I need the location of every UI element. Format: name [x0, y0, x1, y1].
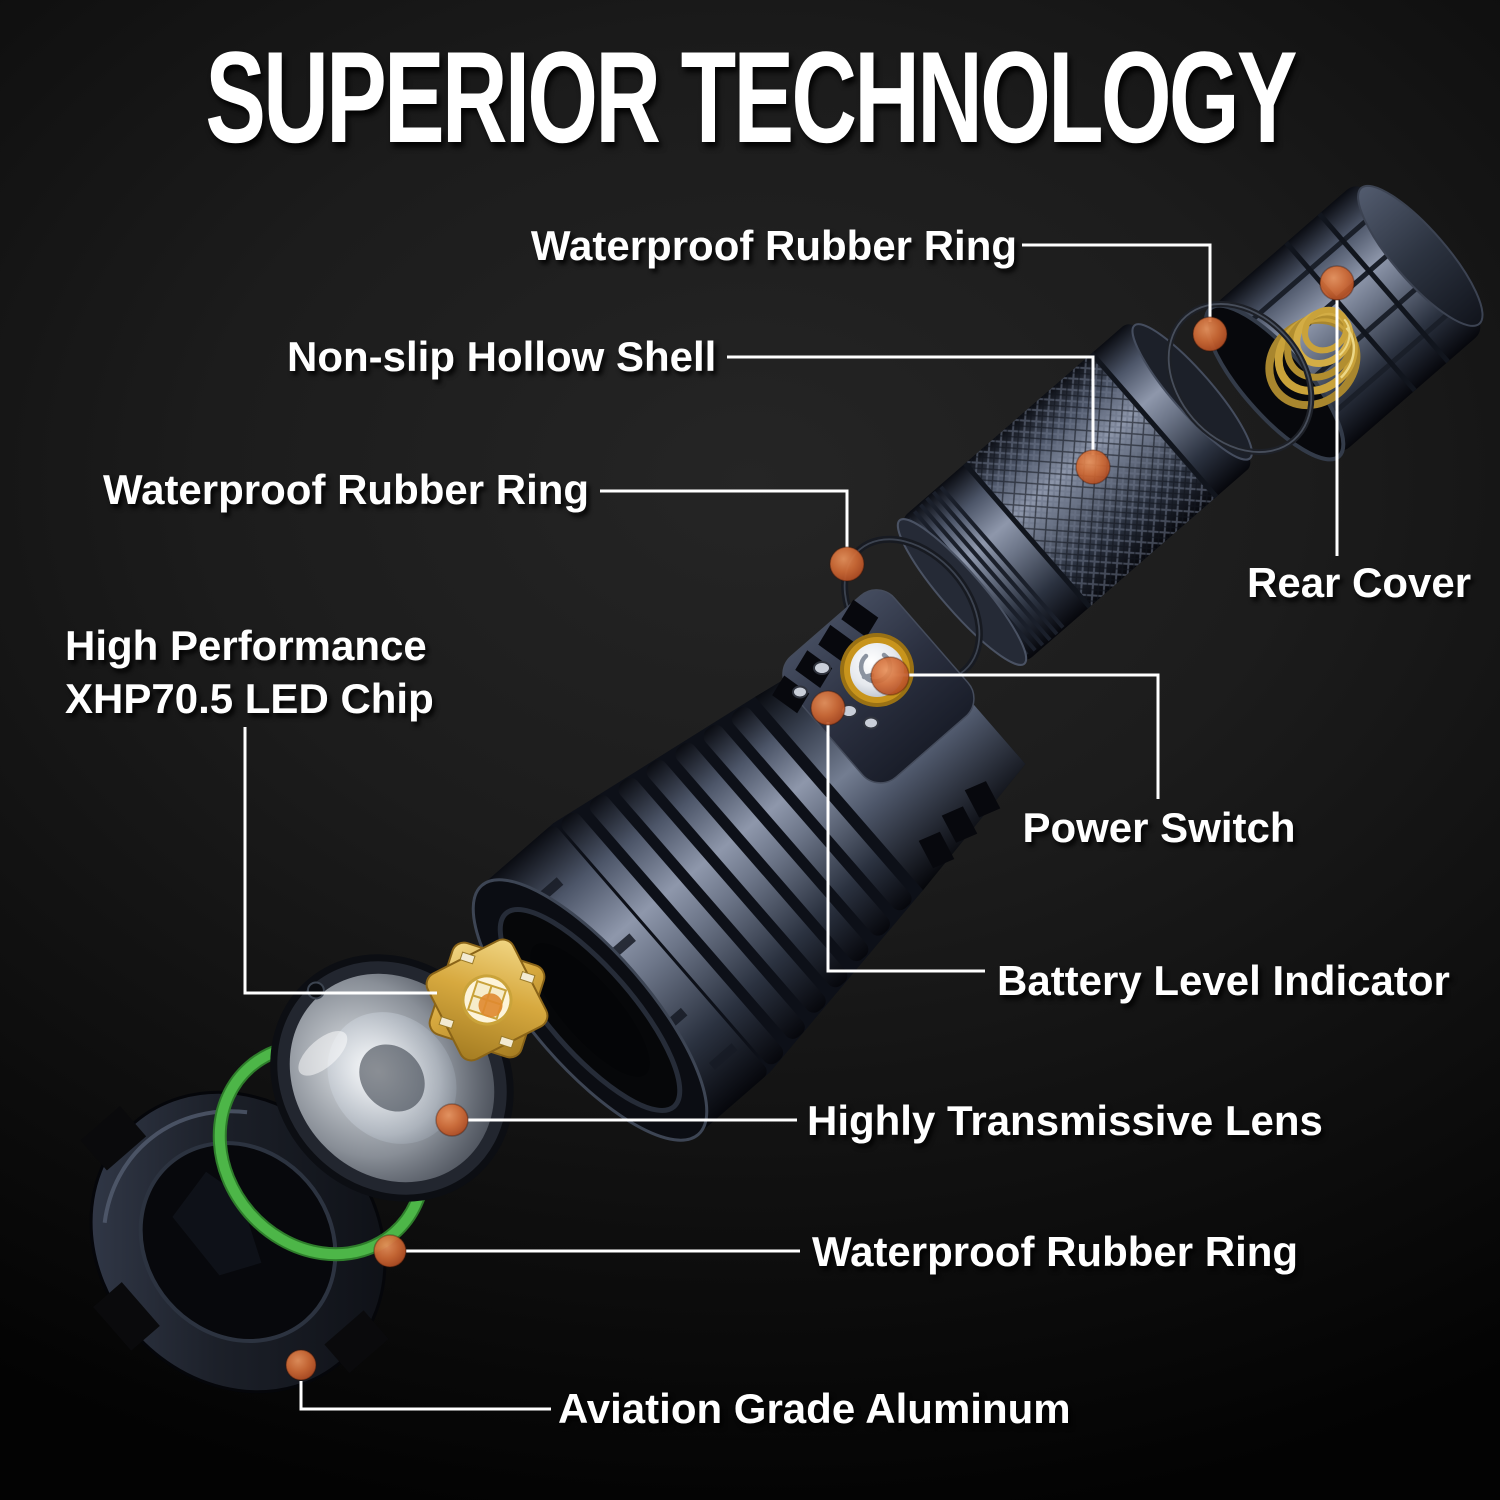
bezel-notch	[324, 1310, 389, 1374]
bezel-notch	[93, 1282, 160, 1351]
callout-label-waterproof-ring-top: Waterproof Rubber Ring	[530, 222, 1017, 269]
battery-tube	[896, 323, 1253, 666]
head-cooling-fins	[561, 706, 912, 1065]
marker-dot-waterproof-ring-front	[373, 1234, 407, 1268]
callout-line-aluminum	[299, 1381, 551, 1411]
flashlight-head	[471, 589, 1026, 1142]
callout-label-aluminum: Aviation Grade Aluminum	[558, 1385, 1071, 1432]
callout-line-nonslip-shell	[727, 355, 1095, 455]
tail-oring	[1165, 300, 1315, 456]
marker-dot-battery-indicator	[810, 690, 846, 726]
callout-line-battery-indicator	[826, 722, 985, 973]
callout-label-nonslip-shell: Non-slip Hollow Shell	[287, 333, 717, 380]
marker-dot-power-switch	[870, 656, 910, 696]
callout-label-waterproof-ring-mid: Waterproof Rubber Ring	[103, 466, 590, 513]
led-solder-pads	[438, 951, 536, 1049]
callout-line-waterproof-ring-mid	[600, 489, 849, 548]
callout-label-waterproof-ring-front: Waterproof Rubber Ring	[812, 1228, 1299, 1275]
marker-dots	[285, 265, 1355, 1381]
marker-dot-aluminum	[285, 1349, 317, 1381]
callout-label-led-chip-line2: XHP70.5 LED Chip	[65, 675, 434, 722]
callout-line-led-chip	[243, 727, 437, 995]
flashlight-bezel	[80, 1090, 389, 1394]
page-title: SUPERIOR TECHNOLOGY	[205, 24, 1297, 170]
marker-dot-lens	[435, 1103, 469, 1137]
led-die	[478, 993, 503, 1018]
rear-cover	[1203, 184, 1484, 462]
callout-lines	[243, 243, 1339, 1411]
callout-label-led-chip-line1: High Performance	[65, 622, 427, 669]
callout-label-power-switch: Power Switch	[1022, 804, 1296, 851]
marker-dot-nonslip-shell	[1075, 449, 1111, 485]
bezel-notch	[80, 1106, 147, 1171]
marker-dot-waterproof-ring-mid	[829, 546, 865, 582]
callout-line-waterproof-ring-top	[1022, 243, 1212, 322]
callout-label-battery-indicator: Battery Level Indicator	[997, 957, 1450, 1004]
marker-dot-waterproof-ring-top	[1192, 316, 1228, 352]
callout-label-led-chip: High Performance XHP70.5 LED Chip	[65, 619, 434, 725]
callout-line-power-switch	[893, 673, 1160, 799]
led-chip	[425, 938, 549, 1062]
callout-label-rear-cover: Rear Cover	[1247, 559, 1472, 606]
marker-dot-rear-cover	[1319, 265, 1355, 301]
callout-label-lens: Highly Transmissive Lens	[807, 1097, 1323, 1144]
